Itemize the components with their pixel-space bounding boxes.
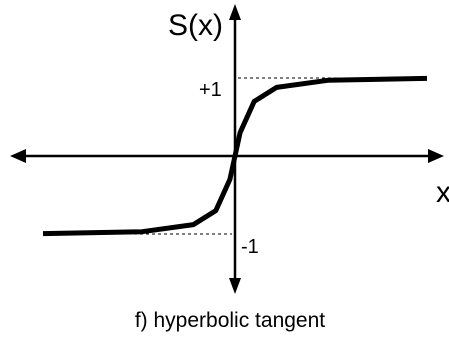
y-axis-bottom-arrowhead [229, 278, 241, 294]
upper-asymptote-label: +1 [199, 79, 222, 101]
tanh-curve [42, 75, 428, 237]
figure-caption: f) hyperbolic tangent [135, 309, 325, 332]
x-axis-right-arrowhead [428, 149, 444, 163]
x-axis-left-arrowhead [10, 149, 26, 163]
lower-asymptote-label: -1 [241, 236, 259, 258]
y-axis-label: S(x) [168, 9, 223, 42]
y-axis-top-arrowhead [229, 4, 241, 20]
x-axis-label: x [436, 176, 449, 209]
